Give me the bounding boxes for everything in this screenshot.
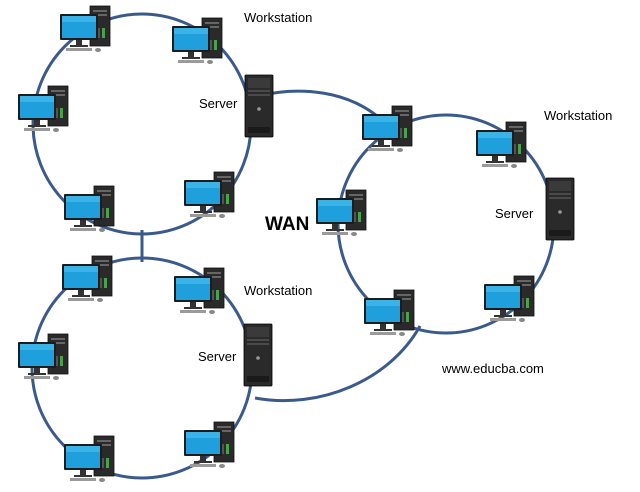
server-tower-icon-tl xyxy=(244,74,274,138)
label-server-bottom-left: Server xyxy=(198,349,237,364)
workstation-icon-tl-2 xyxy=(172,17,223,64)
label-wan: WAN xyxy=(265,214,310,235)
nodes xyxy=(18,5,575,482)
workstation-icon-tl-5 xyxy=(184,171,235,218)
label-workstation-top-left: Workstation xyxy=(244,10,313,25)
workstation-icon-r-2 xyxy=(476,121,527,168)
watermark-url: www.educba.com xyxy=(442,361,544,376)
links xyxy=(30,12,556,480)
link-bottom-left-to-right xyxy=(254,325,422,403)
server-tower-icon-r xyxy=(545,177,575,241)
workstation-icon-bl-5 xyxy=(184,421,235,468)
workstation-icon-tl-4 xyxy=(64,185,115,232)
label-workstation-bottom-left: Workstation xyxy=(244,283,313,298)
label-server-top-left: Server xyxy=(199,96,238,111)
label-server-right: Server xyxy=(495,206,534,221)
workstation-icon-tl-1 xyxy=(60,5,111,52)
workstation-icon-bl-4 xyxy=(64,435,115,482)
workstation-icon-bl-3 xyxy=(18,333,69,380)
workstation-icon-bl-1 xyxy=(62,255,113,302)
label-workstation-right: Workstation xyxy=(544,108,613,123)
workstation-icon-bl-2 xyxy=(174,267,225,314)
workstation-icon-tl-3 xyxy=(18,85,69,132)
server-tower-icon-bl xyxy=(243,323,273,387)
workstation-icon-r-1 xyxy=(362,105,413,152)
workstation-icon-r-3 xyxy=(316,189,367,236)
workstation-icon-r-4 xyxy=(364,289,415,336)
workstation-icon-r-5 xyxy=(484,275,535,322)
